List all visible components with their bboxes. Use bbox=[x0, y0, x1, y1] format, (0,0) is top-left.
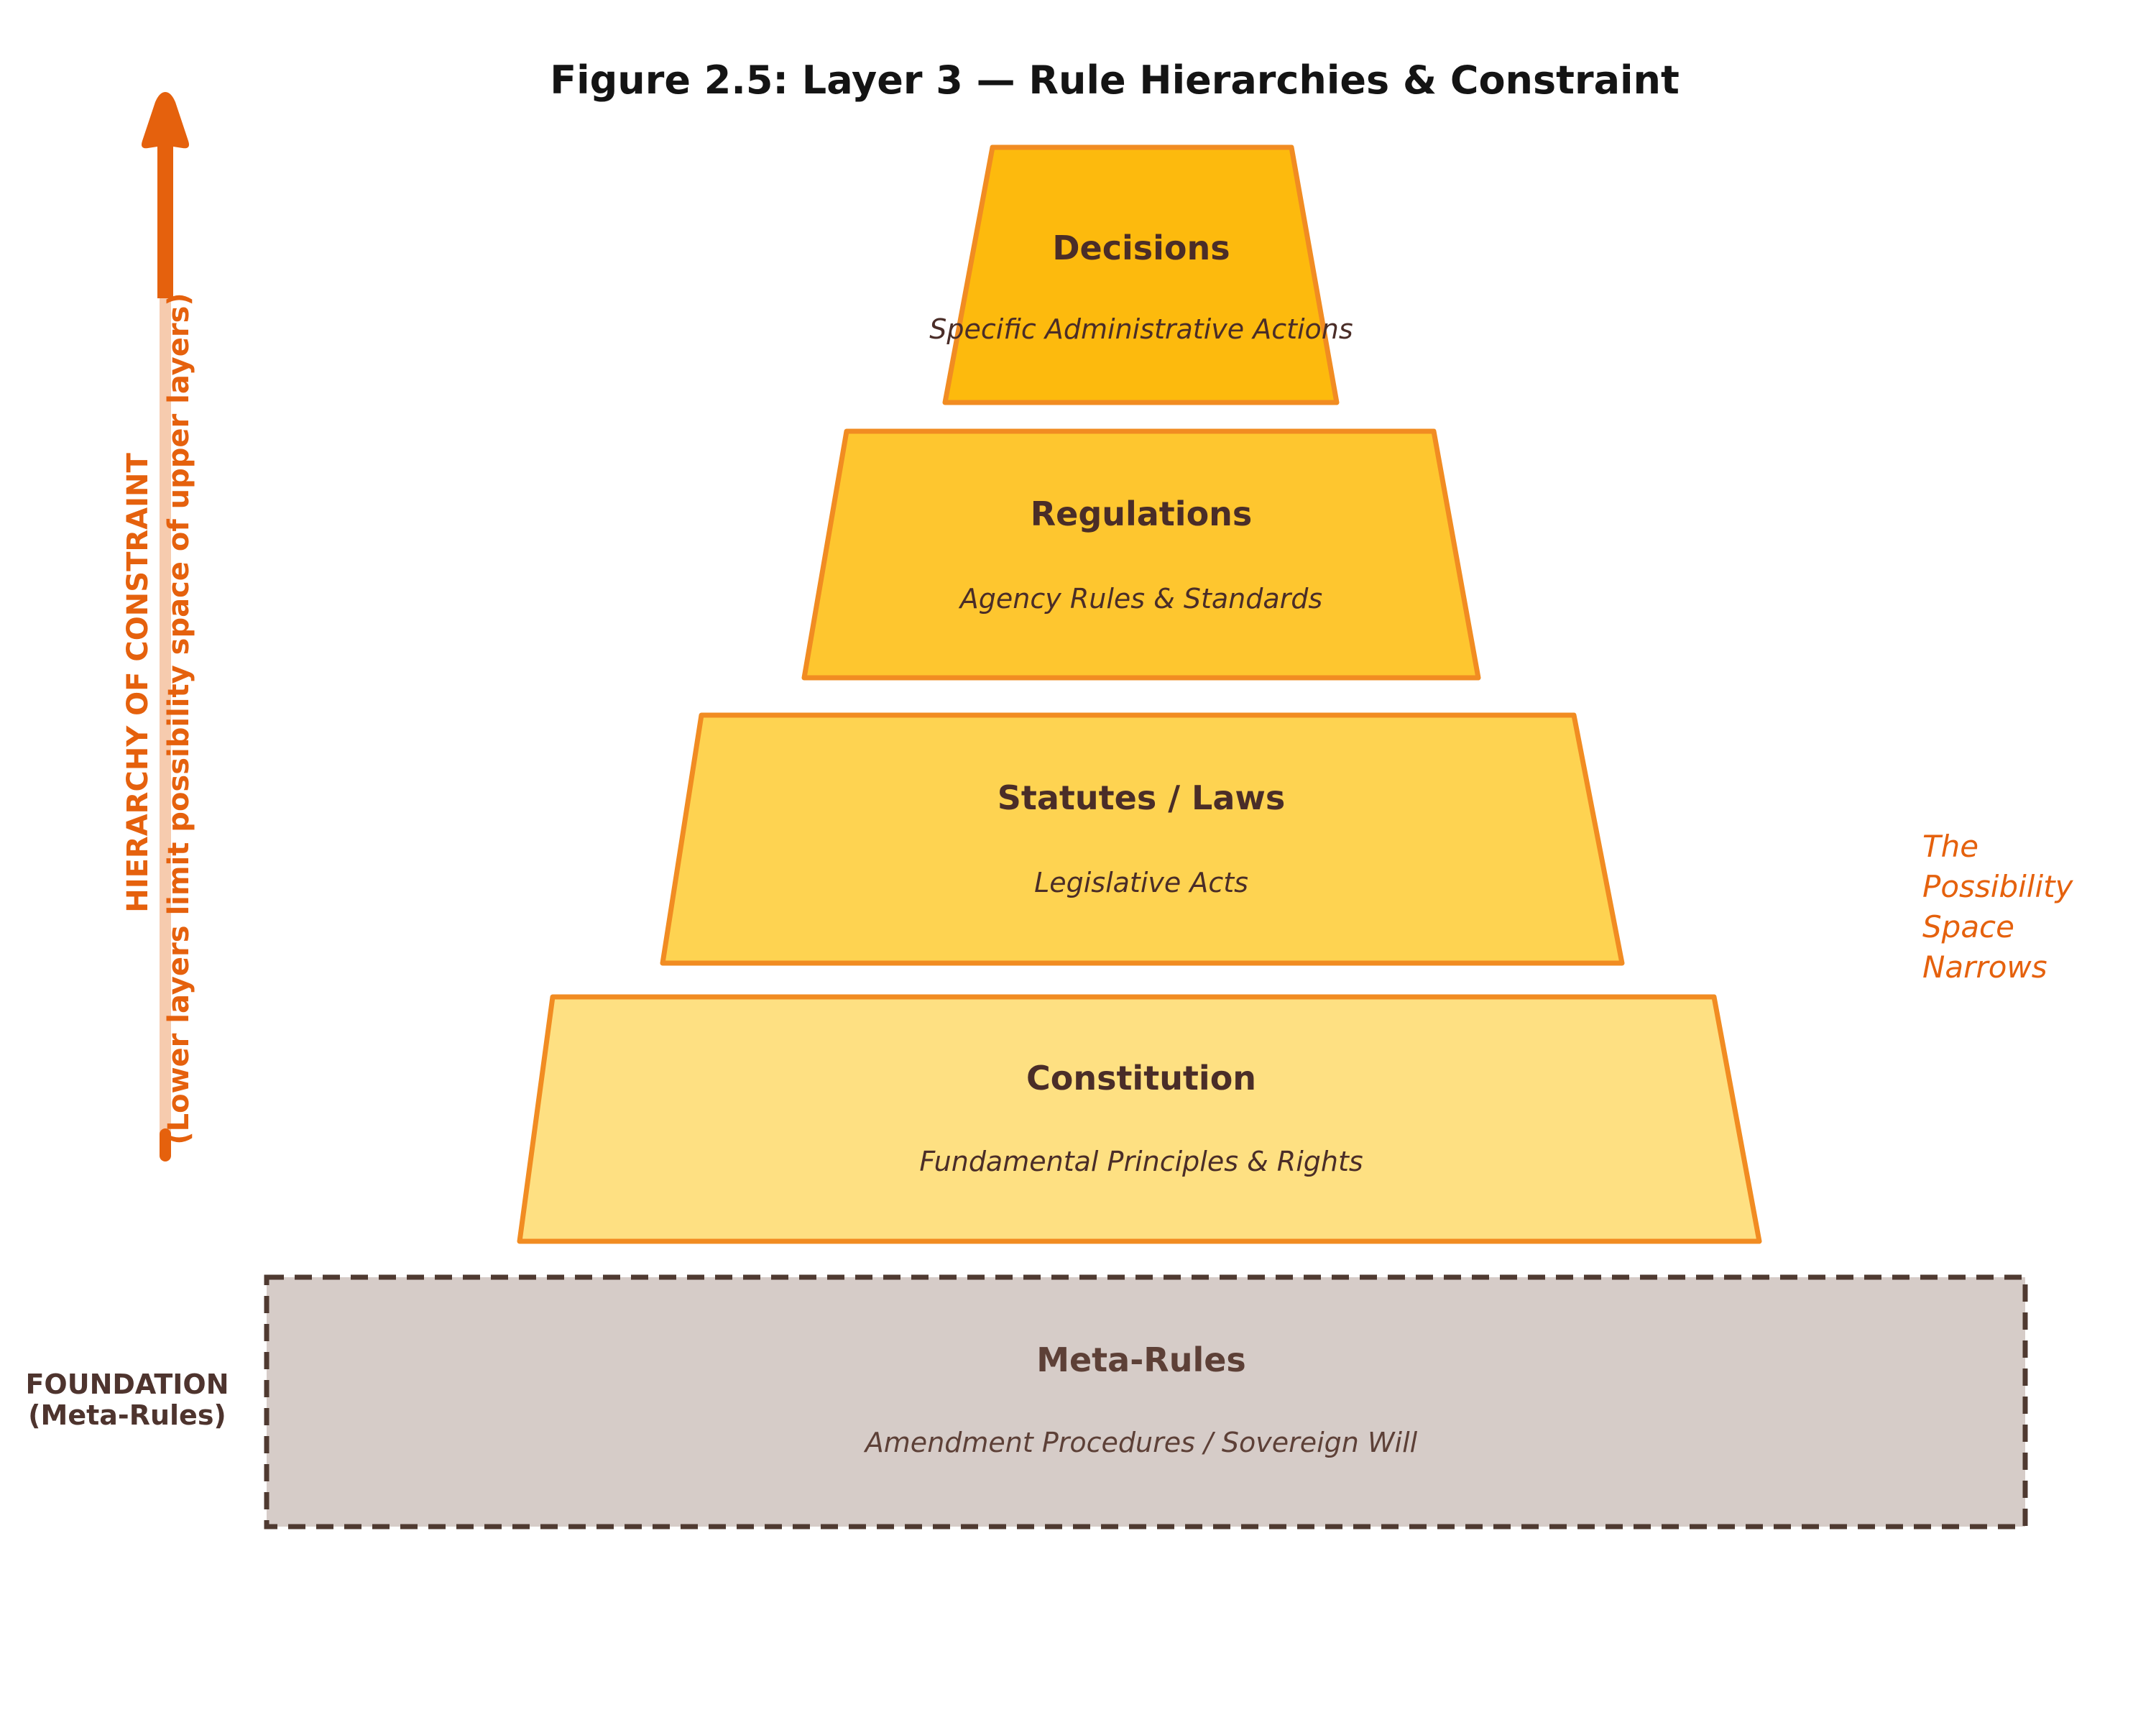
layer-regulations-label: Regulations bbox=[1031, 494, 1253, 533]
possibility-note-line1: The bbox=[1922, 829, 1978, 864]
layer-decisions-shape bbox=[942, 144, 1340, 405]
foundation-label: Meta-Rules bbox=[1036, 1340, 1246, 1379]
layer-decisions-label: Decisions bbox=[1052, 229, 1230, 267]
layer-regulations-sublabel: Agency Rules & Standards bbox=[958, 583, 1322, 615]
layer-statutes-label: Statutes / Laws bbox=[998, 778, 1286, 817]
layer-statutes-sublabel: Legislative Acts bbox=[1034, 867, 1248, 898]
layer-regulations-shape bbox=[801, 428, 1481, 681]
foundation-side-label: FOUNDATION (Meta-Rules) bbox=[25, 1368, 229, 1431]
layer-decisions-sublabel: Specific Administrative Actions bbox=[929, 313, 1353, 345]
possibility-note-line4: Narrows bbox=[1922, 949, 2047, 985]
hierarchy-axis-label: HIERARCHY OF CONSTRAINT bbox=[121, 453, 155, 913]
possibility-note-line3: Space bbox=[1922, 909, 2014, 944]
layer-statutes-shape bbox=[660, 712, 1625, 966]
foundation-meta-rules-shape bbox=[264, 1274, 2028, 1530]
arrow-up-icon bbox=[142, 92, 189, 298]
foundation-sublabel: Amendment Procedures / Sovereign Will bbox=[863, 1427, 1418, 1458]
layer-constitution-sublabel: Fundamental Principles & Rights bbox=[919, 1146, 1363, 1177]
possibility-note-line2: Possibility bbox=[1922, 869, 2074, 904]
figure-title: Figure 2.5: Layer 3 — Rule Hierarchies &… bbox=[550, 58, 1680, 103]
layer-constitution-label: Constitution bbox=[1026, 1059, 1256, 1098]
hierarchy-axis-sublabel: (Lower layers limit possibility space of… bbox=[162, 293, 195, 1144]
possibility-space-note: The Possibility Space Narrows bbox=[1922, 829, 2074, 985]
hierarchy-arrow bbox=[142, 92, 189, 1162]
foundation-side-label-line1: FOUNDATION bbox=[25, 1368, 229, 1400]
layer-constitution-shape bbox=[517, 994, 1762, 1244]
foundation-side-label-line2: (Meta-Rules) bbox=[28, 1399, 226, 1431]
